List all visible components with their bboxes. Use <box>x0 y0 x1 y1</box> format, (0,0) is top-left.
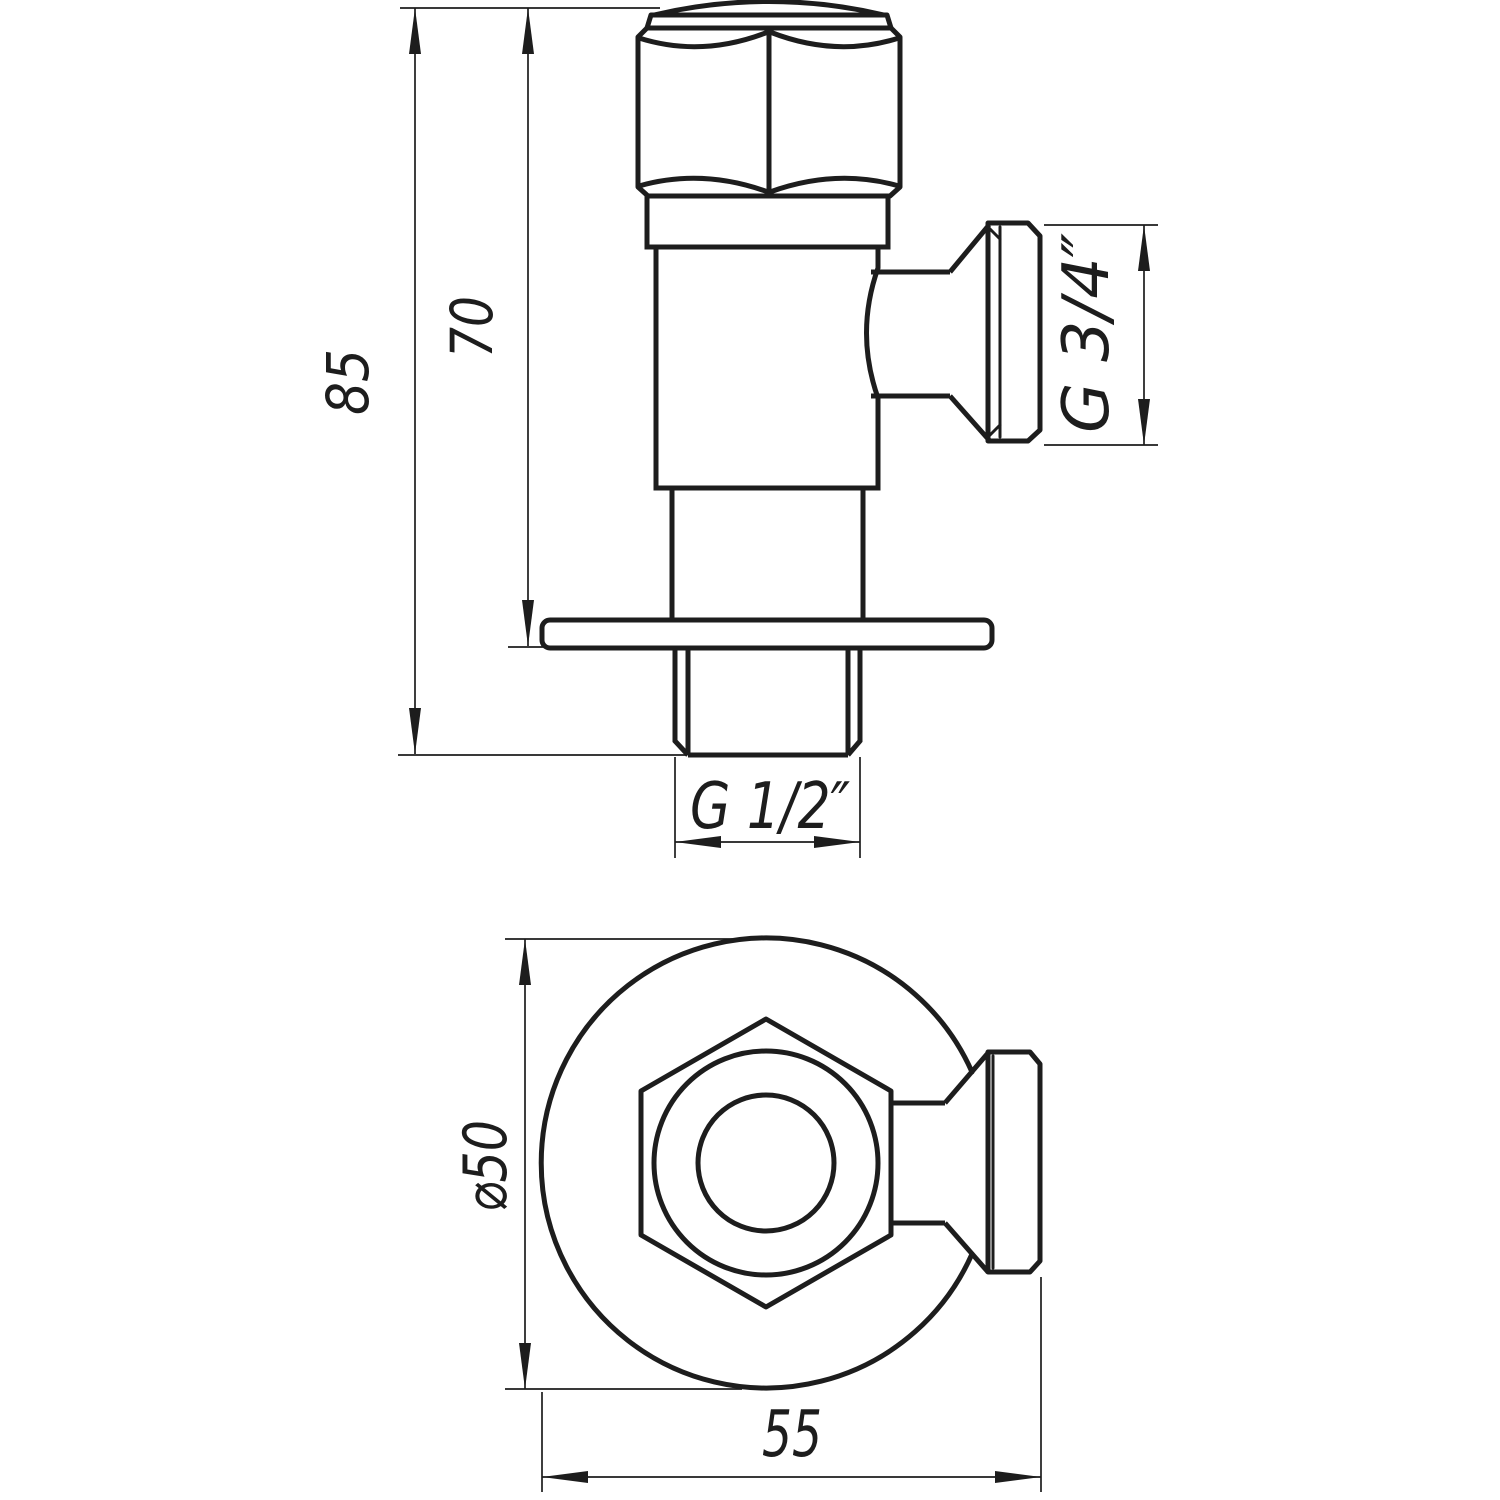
arrowhead-g12-left <box>675 836 721 848</box>
rosette-circle <box>538 935 975 1391</box>
hex-cap-chamfer-arc-top-left <box>636 29 771 50</box>
plan-outlet-nut-outline <box>985 1049 1043 1275</box>
arrowhead-85-up <box>409 8 421 54</box>
plan-bore-circle <box>695 1092 837 1234</box>
hex-cap-chamfer-arc-top-right <box>767 29 902 50</box>
outlet-nut-outline <box>985 220 1043 444</box>
dim-label-inlet-thread: G 1/2″ <box>690 770 850 844</box>
plan-outlet-cone-bottom-slant <box>943 1221 990 1274</box>
plan-outlet-cone-top-slant <box>943 1051 990 1105</box>
plan-hex-inscribed-circle <box>651 1048 881 1278</box>
plan-hexagon <box>638 1016 894 1310</box>
collar-ring <box>644 193 891 250</box>
outlet-cone-bottom-slant <box>948 394 991 442</box>
plan-view <box>538 935 1043 1391</box>
arrowhead-55-left <box>542 1471 588 1483</box>
arrowhead-g12-right <box>814 836 860 848</box>
arrowhead-55-right <box>995 1471 1041 1483</box>
outlet-nut-chamfer-bottom <box>986 423 1002 439</box>
arrowhead-85-down <box>409 708 421 754</box>
wall-plate <box>539 617 995 651</box>
arrowhead-70-up <box>522 8 534 54</box>
arrowhead-70-down <box>522 600 534 646</box>
dimension-annotations: 85 70 G 3/4″ G 1/2″ ⌀50 55 <box>314 7 1158 1492</box>
thread-outer-left <box>672 648 690 757</box>
outlet-root-fillet-arc <box>864 265 881 401</box>
valve-body <box>653 244 881 491</box>
thread-outer-right <box>846 648 863 757</box>
cap-dome-arc <box>651 0 887 18</box>
dim-label-overall-depth: 55 <box>762 1398 822 1472</box>
hex-cap-chamfer-arc-bottom-left <box>636 175 771 195</box>
arrowhead-d50-up <box>519 939 531 985</box>
outlet-cone-top-slant <box>948 223 991 274</box>
outlet-nut-chamfer-top <box>986 225 1002 241</box>
dim-label-outlet-thread: G 3/4″ <box>1050 233 1124 433</box>
dim-label-rosette-diameter: ⌀50 <box>451 1120 521 1212</box>
hex-cap-chamfer-arc-bottom-right <box>767 175 902 195</box>
front-view <box>539 0 1043 758</box>
arrowhead-d50-down <box>519 1343 531 1389</box>
arrowhead-g34-up <box>1138 225 1150 271</box>
dim-label-overall-height: 85 <box>314 349 382 415</box>
arrowhead-g34-down <box>1138 399 1150 445</box>
dim-label-height-to-wall: 70 <box>438 296 506 358</box>
